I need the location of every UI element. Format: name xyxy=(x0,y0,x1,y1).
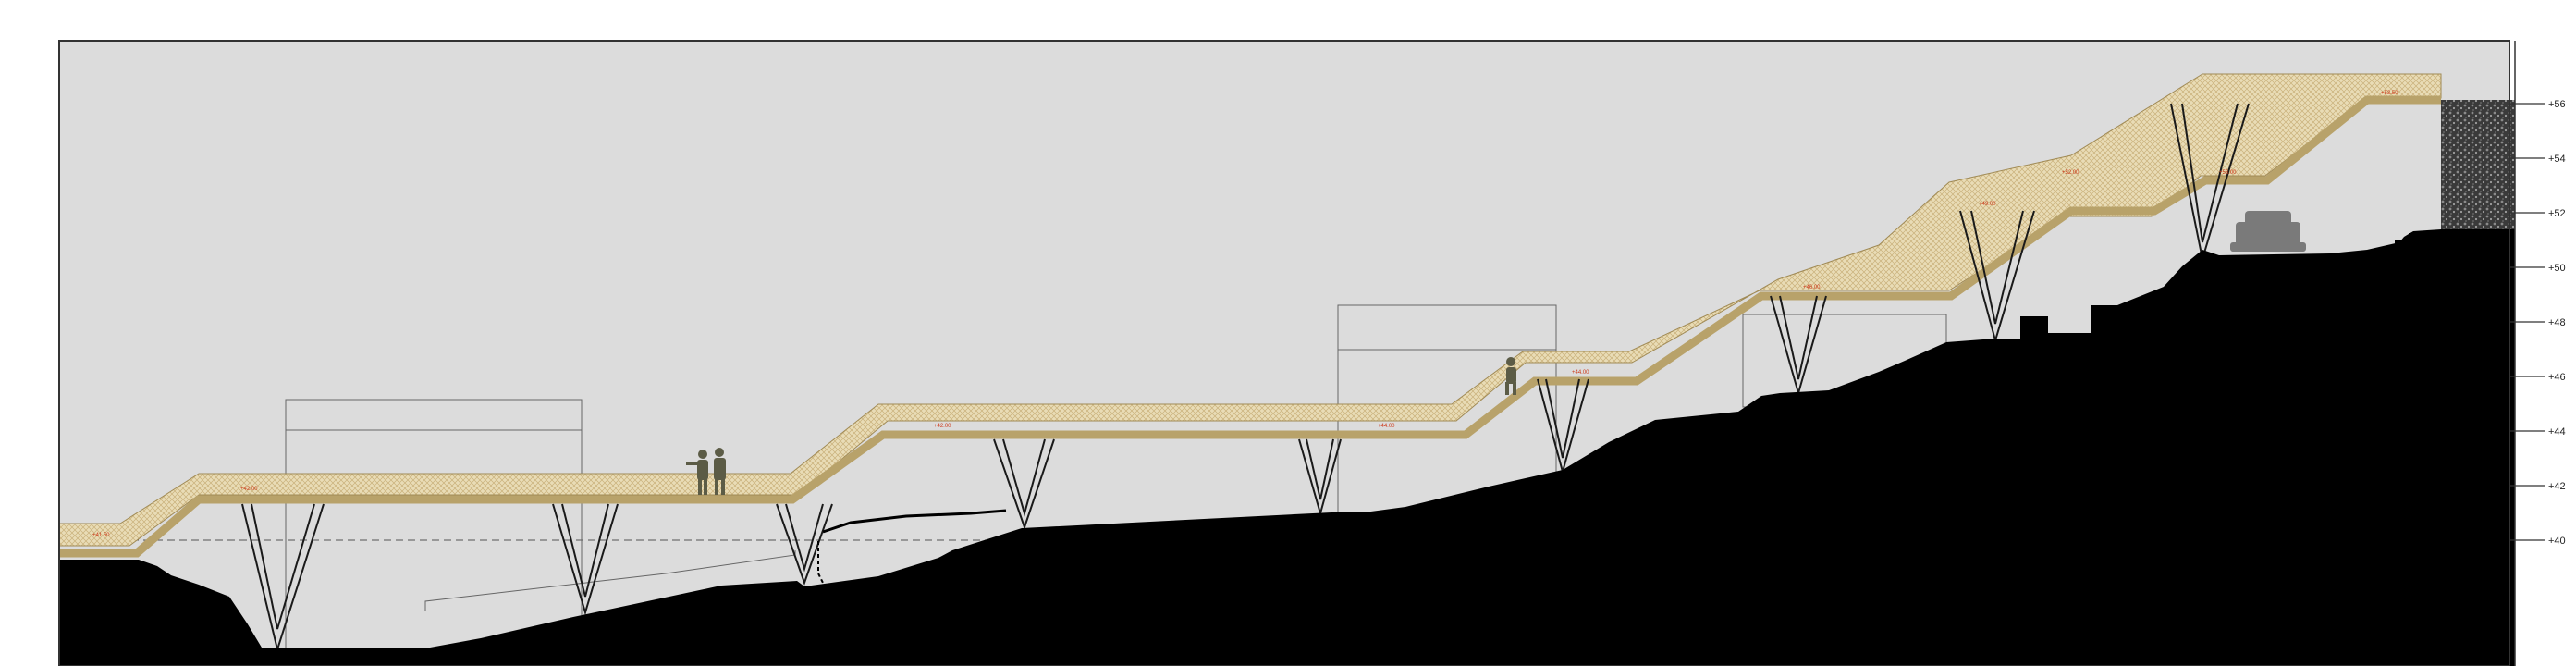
elevation-marker: +44.00 xyxy=(1572,370,1589,376)
walkway-deck xyxy=(59,95,2441,558)
v-support xyxy=(552,503,619,616)
stepped-terrace xyxy=(2367,231,2441,255)
level-label: +56 xyxy=(2548,99,2566,110)
v-support xyxy=(993,438,1055,531)
level-label: +52 xyxy=(2548,208,2566,219)
elevation-markers: +41.50 +42.00 +42.00 +44.00 +44.00 +46.00 +49.… xyxy=(92,91,2398,538)
elevation-marker: +46.00 xyxy=(1803,285,1821,290)
elevation-marker: +53.50 xyxy=(2381,91,2398,96)
datum-gap xyxy=(1946,536,2002,544)
ground-profile xyxy=(59,229,2515,666)
elevation-marker: +42.00 xyxy=(934,424,951,429)
v-support xyxy=(776,503,833,586)
elevation-marker: +41.50 xyxy=(92,533,110,538)
level-label: +44 xyxy=(2548,426,2566,438)
level-label: +46 xyxy=(2548,372,2566,383)
level-label: +50 xyxy=(2548,263,2566,274)
level-label: +48 xyxy=(2548,317,2566,328)
elevation-marker: +56.00 xyxy=(2219,170,2237,176)
terrain-dashed-line xyxy=(817,541,824,584)
level-label: +40 xyxy=(2548,536,2566,547)
elevation-marker: +44.00 xyxy=(1378,424,1395,429)
terrain-detail-line xyxy=(822,509,1007,534)
elevation-marker: +42.00 xyxy=(240,487,258,492)
level-label: +54 xyxy=(2548,154,2566,165)
level-scale: +56 +54 +52 +50 +48 +46 +44 +42 +40 xyxy=(2509,41,2566,666)
walking-person-icon xyxy=(1505,357,1516,395)
level-label: +42 xyxy=(2548,481,2566,492)
elevation-marker: +49.00 xyxy=(1979,202,1996,207)
car-icon xyxy=(2230,211,2306,252)
rock-retaining-wall xyxy=(2441,100,2515,229)
standing-people-icon xyxy=(686,448,726,495)
elevation-marker: +52.00 xyxy=(2062,170,2079,176)
drawing-frame xyxy=(58,40,2510,666)
